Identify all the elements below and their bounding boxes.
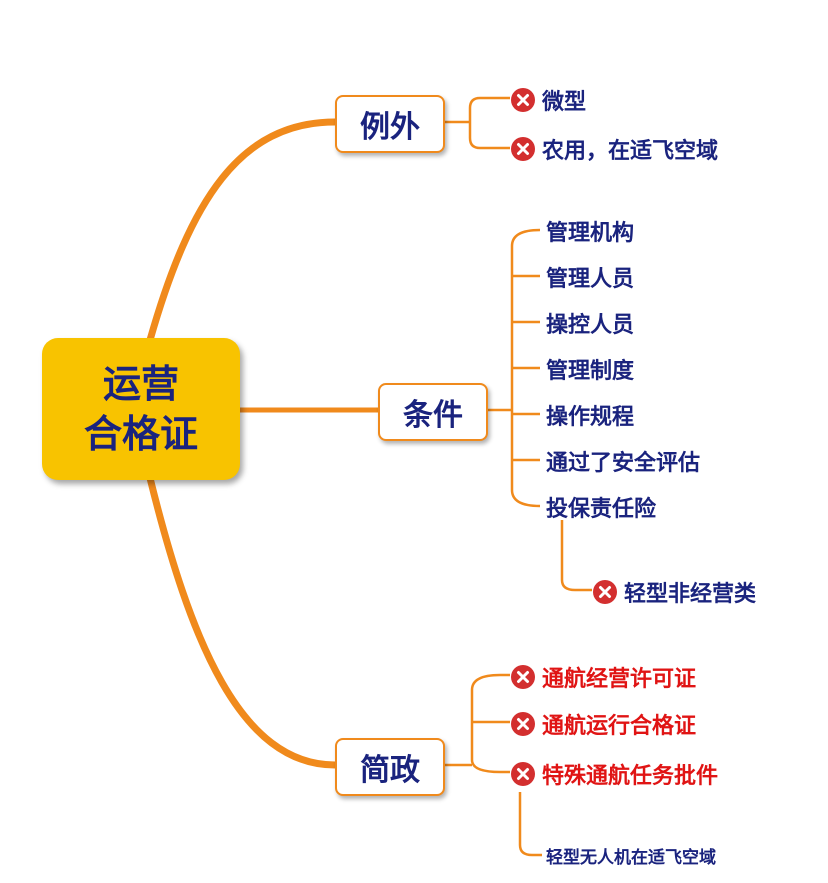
connector-simplification-leaves — [442, 673, 510, 774]
root-line2: 合格证 — [83, 412, 198, 456]
condition-item: 管理机构 — [546, 221, 635, 246]
branch-conditions: 条件 — [378, 383, 488, 441]
close-circle-icon — [511, 88, 535, 112]
connector-root-exceptions — [146, 118, 339, 344]
condition-item: 通过了安全评估 — [546, 451, 701, 476]
root-node-operating-certificate: 运营 合格证 — [42, 338, 240, 480]
branch-simplification: 简政 — [335, 738, 445, 796]
condition-item: 操作规程 — [546, 405, 635, 430]
exception-item: 微型 — [510, 84, 586, 116]
condition-item: 投保责任险 — [546, 497, 657, 522]
condition-sub-exception: 轻型非经营类 — [592, 576, 756, 608]
close-circle-icon — [511, 137, 535, 161]
connector-conditions-leaves — [485, 228, 541, 508]
simplification-item: 通航运行合格证 — [510, 708, 696, 740]
connector-simplification-sub — [518, 792, 542, 857]
simplification-item-label: 特殊通航任务批件 — [542, 764, 719, 789]
connector-exceptions-leaves — [442, 96, 510, 150]
close-circle-icon — [511, 665, 535, 689]
connector-conditions-sub — [560, 520, 592, 592]
condition-sub-exception-label: 轻型非经营类 — [624, 582, 757, 607]
simplification-item-label: 通航经营许可证 — [542, 667, 697, 692]
branch-exceptions: 例外 — [335, 95, 445, 153]
exception-item-label: 微型 — [542, 90, 587, 115]
close-circle-icon — [593, 580, 617, 604]
condition-item: 管理人员 — [546, 267, 635, 292]
connector-root-simplification — [146, 474, 339, 769]
condition-item: 管理制度 — [546, 359, 635, 384]
close-circle-icon — [511, 712, 535, 736]
exception-item: 农用，在适飞空域 — [510, 133, 718, 165]
close-circle-icon — [511, 762, 535, 786]
simplification-item-label: 通航运行合格证 — [542, 714, 697, 739]
simplification-item: 特殊通航任务批件 — [510, 758, 718, 790]
exception-item-label: 农用，在适飞空域 — [542, 139, 719, 164]
simplification-note: 轻型无人机在适飞空域 — [546, 848, 716, 868]
root-line1: 运营 — [102, 362, 179, 406]
simplification-item: 通航经营许可证 — [510, 661, 696, 693]
condition-item: 操控人员 — [546, 313, 635, 338]
